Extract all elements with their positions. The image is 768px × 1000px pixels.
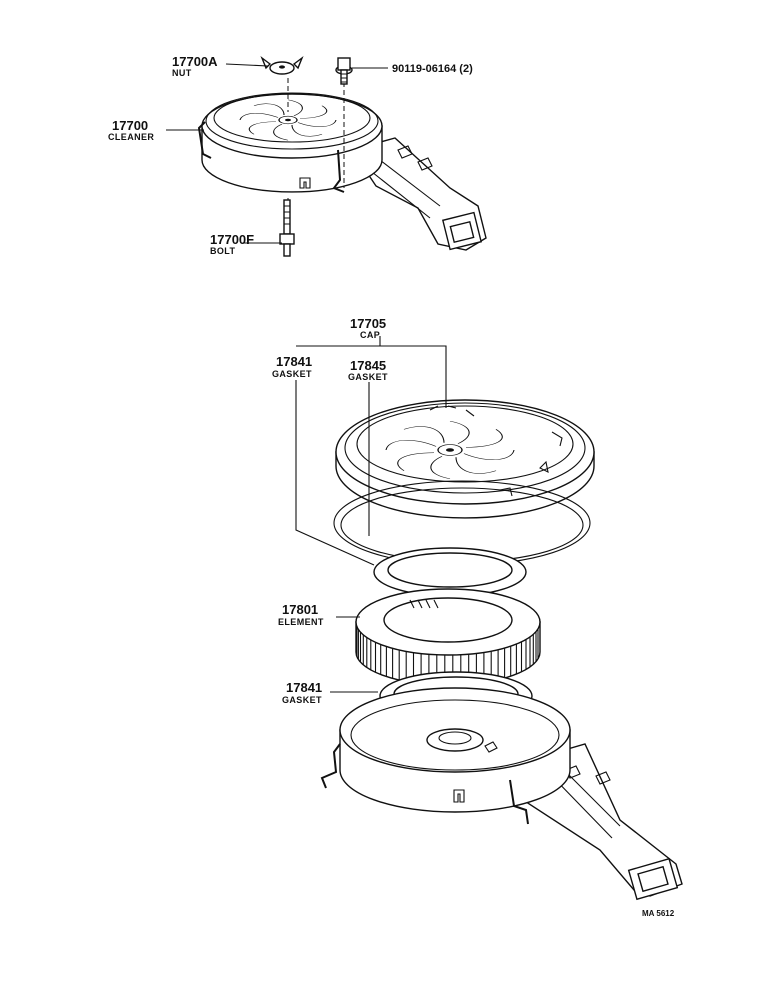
label-bolt: 17700F BOLT bbox=[210, 232, 254, 256]
gasket-left-part-number: 17841 bbox=[276, 354, 312, 369]
gasket-center-part-number: 17845 bbox=[350, 358, 386, 373]
cleaner-part-number: 17700 bbox=[112, 118, 148, 133]
label-gasket-left: 17841 GASKET bbox=[272, 354, 312, 379]
cap-part-name: CAP bbox=[360, 330, 380, 340]
label-gasket-lower: 17841 GASKET bbox=[282, 680, 322, 705]
bolt-part-number: 17700F bbox=[210, 232, 254, 247]
leader-lines bbox=[166, 63, 447, 693]
label-nut: 17700A NUT bbox=[172, 54, 218, 78]
filter-element-part bbox=[355, 588, 541, 686]
cap-part bbox=[335, 399, 595, 519]
assembled-air-cleaner bbox=[197, 78, 487, 251]
gasket-lower-part-name: GASKET bbox=[282, 695, 322, 705]
label-cleaner: 17700 CLEANER bbox=[108, 118, 154, 142]
nut-part-number: 17700A bbox=[172, 54, 218, 69]
diagram-code: MA 5612 bbox=[642, 909, 675, 918]
element-part-number: 17801 bbox=[282, 602, 318, 617]
screw-icon bbox=[335, 57, 353, 85]
gasket-center-part-name: GASKET bbox=[348, 372, 388, 382]
label-element: 17801 ELEMENT bbox=[278, 602, 324, 627]
housing-part bbox=[320, 687, 683, 901]
label-gasket-center: 17845 GASKET bbox=[348, 358, 388, 382]
cleaner-part-name: CLEANER bbox=[108, 132, 154, 142]
nut-part-name: NUT bbox=[172, 68, 192, 78]
element-part-name: ELEMENT bbox=[278, 617, 324, 627]
bolt-part-name: BOLT bbox=[210, 246, 236, 256]
bolt-icon bbox=[279, 199, 295, 257]
gasket-lower-part-number: 17841 bbox=[286, 680, 322, 695]
screw-part-number: 90119-06164 (2) bbox=[392, 63, 473, 75]
label-cap: 17705 CAP bbox=[350, 316, 386, 340]
cap-part-number: 17705 bbox=[350, 316, 386, 331]
label-screw: 90119-06164 (2) bbox=[392, 63, 473, 75]
gasket-left-part-name: GASKET bbox=[272, 369, 312, 379]
